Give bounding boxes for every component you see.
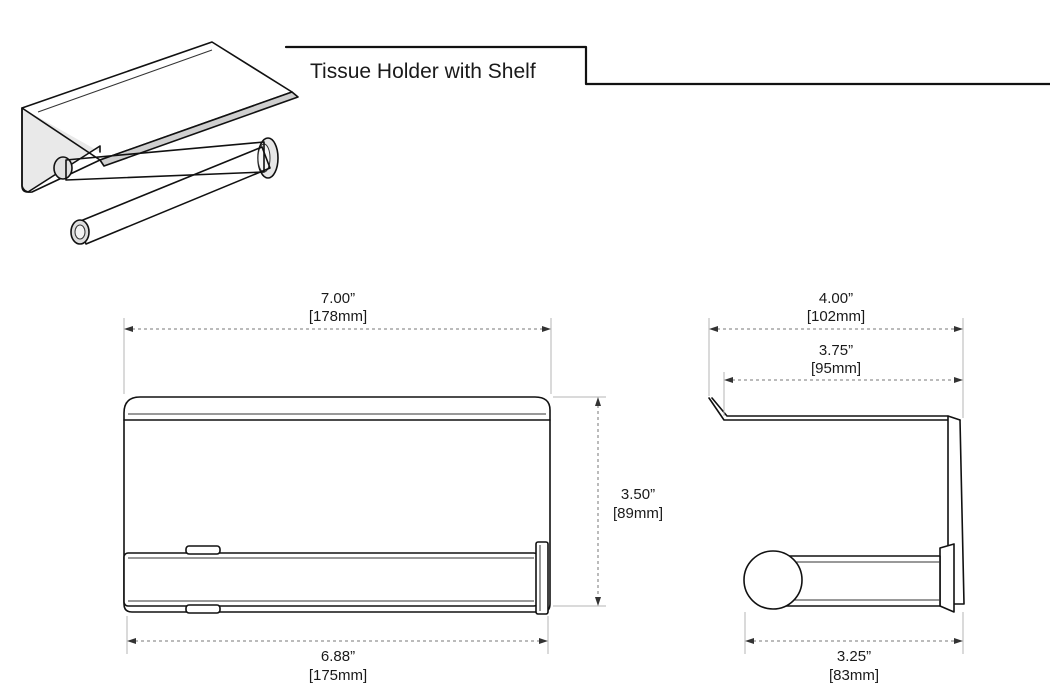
- projection-mm: [83mm]: [829, 667, 879, 684]
- front-width-mm: [178mm]: [309, 308, 367, 325]
- shelf-depth-mm: [95mm]: [811, 360, 861, 377]
- shelf-depth-inches: 3.75”: [819, 342, 853, 359]
- bar-length-inches: 6.88”: [321, 648, 355, 665]
- side-view: [708, 397, 965, 613]
- front-height-inches: 3.50”: [621, 486, 655, 503]
- projection-inches: 3.25”: [837, 648, 871, 665]
- front-view: [123, 396, 551, 615]
- title-tab: Tissue Holder with Shelf: [284, 45, 1050, 86]
- drawing-title: Tissue Holder with Shelf: [310, 60, 536, 83]
- front-height-mm: [89mm]: [613, 505, 663, 522]
- front-width-inches: 7.00”: [321, 290, 355, 307]
- side-depth-inches: 4.00”: [819, 290, 853, 307]
- bar-length-mm: [175mm]: [309, 667, 367, 684]
- dimension-lines: [123, 318, 964, 654]
- isometric-product-view: [21, 41, 299, 245]
- side-depth-mm: [102mm]: [807, 308, 865, 325]
- dimension-labels: 7.00” [178mm] 3.50” [89mm] 6.88” [175mm]…: [309, 290, 879, 684]
